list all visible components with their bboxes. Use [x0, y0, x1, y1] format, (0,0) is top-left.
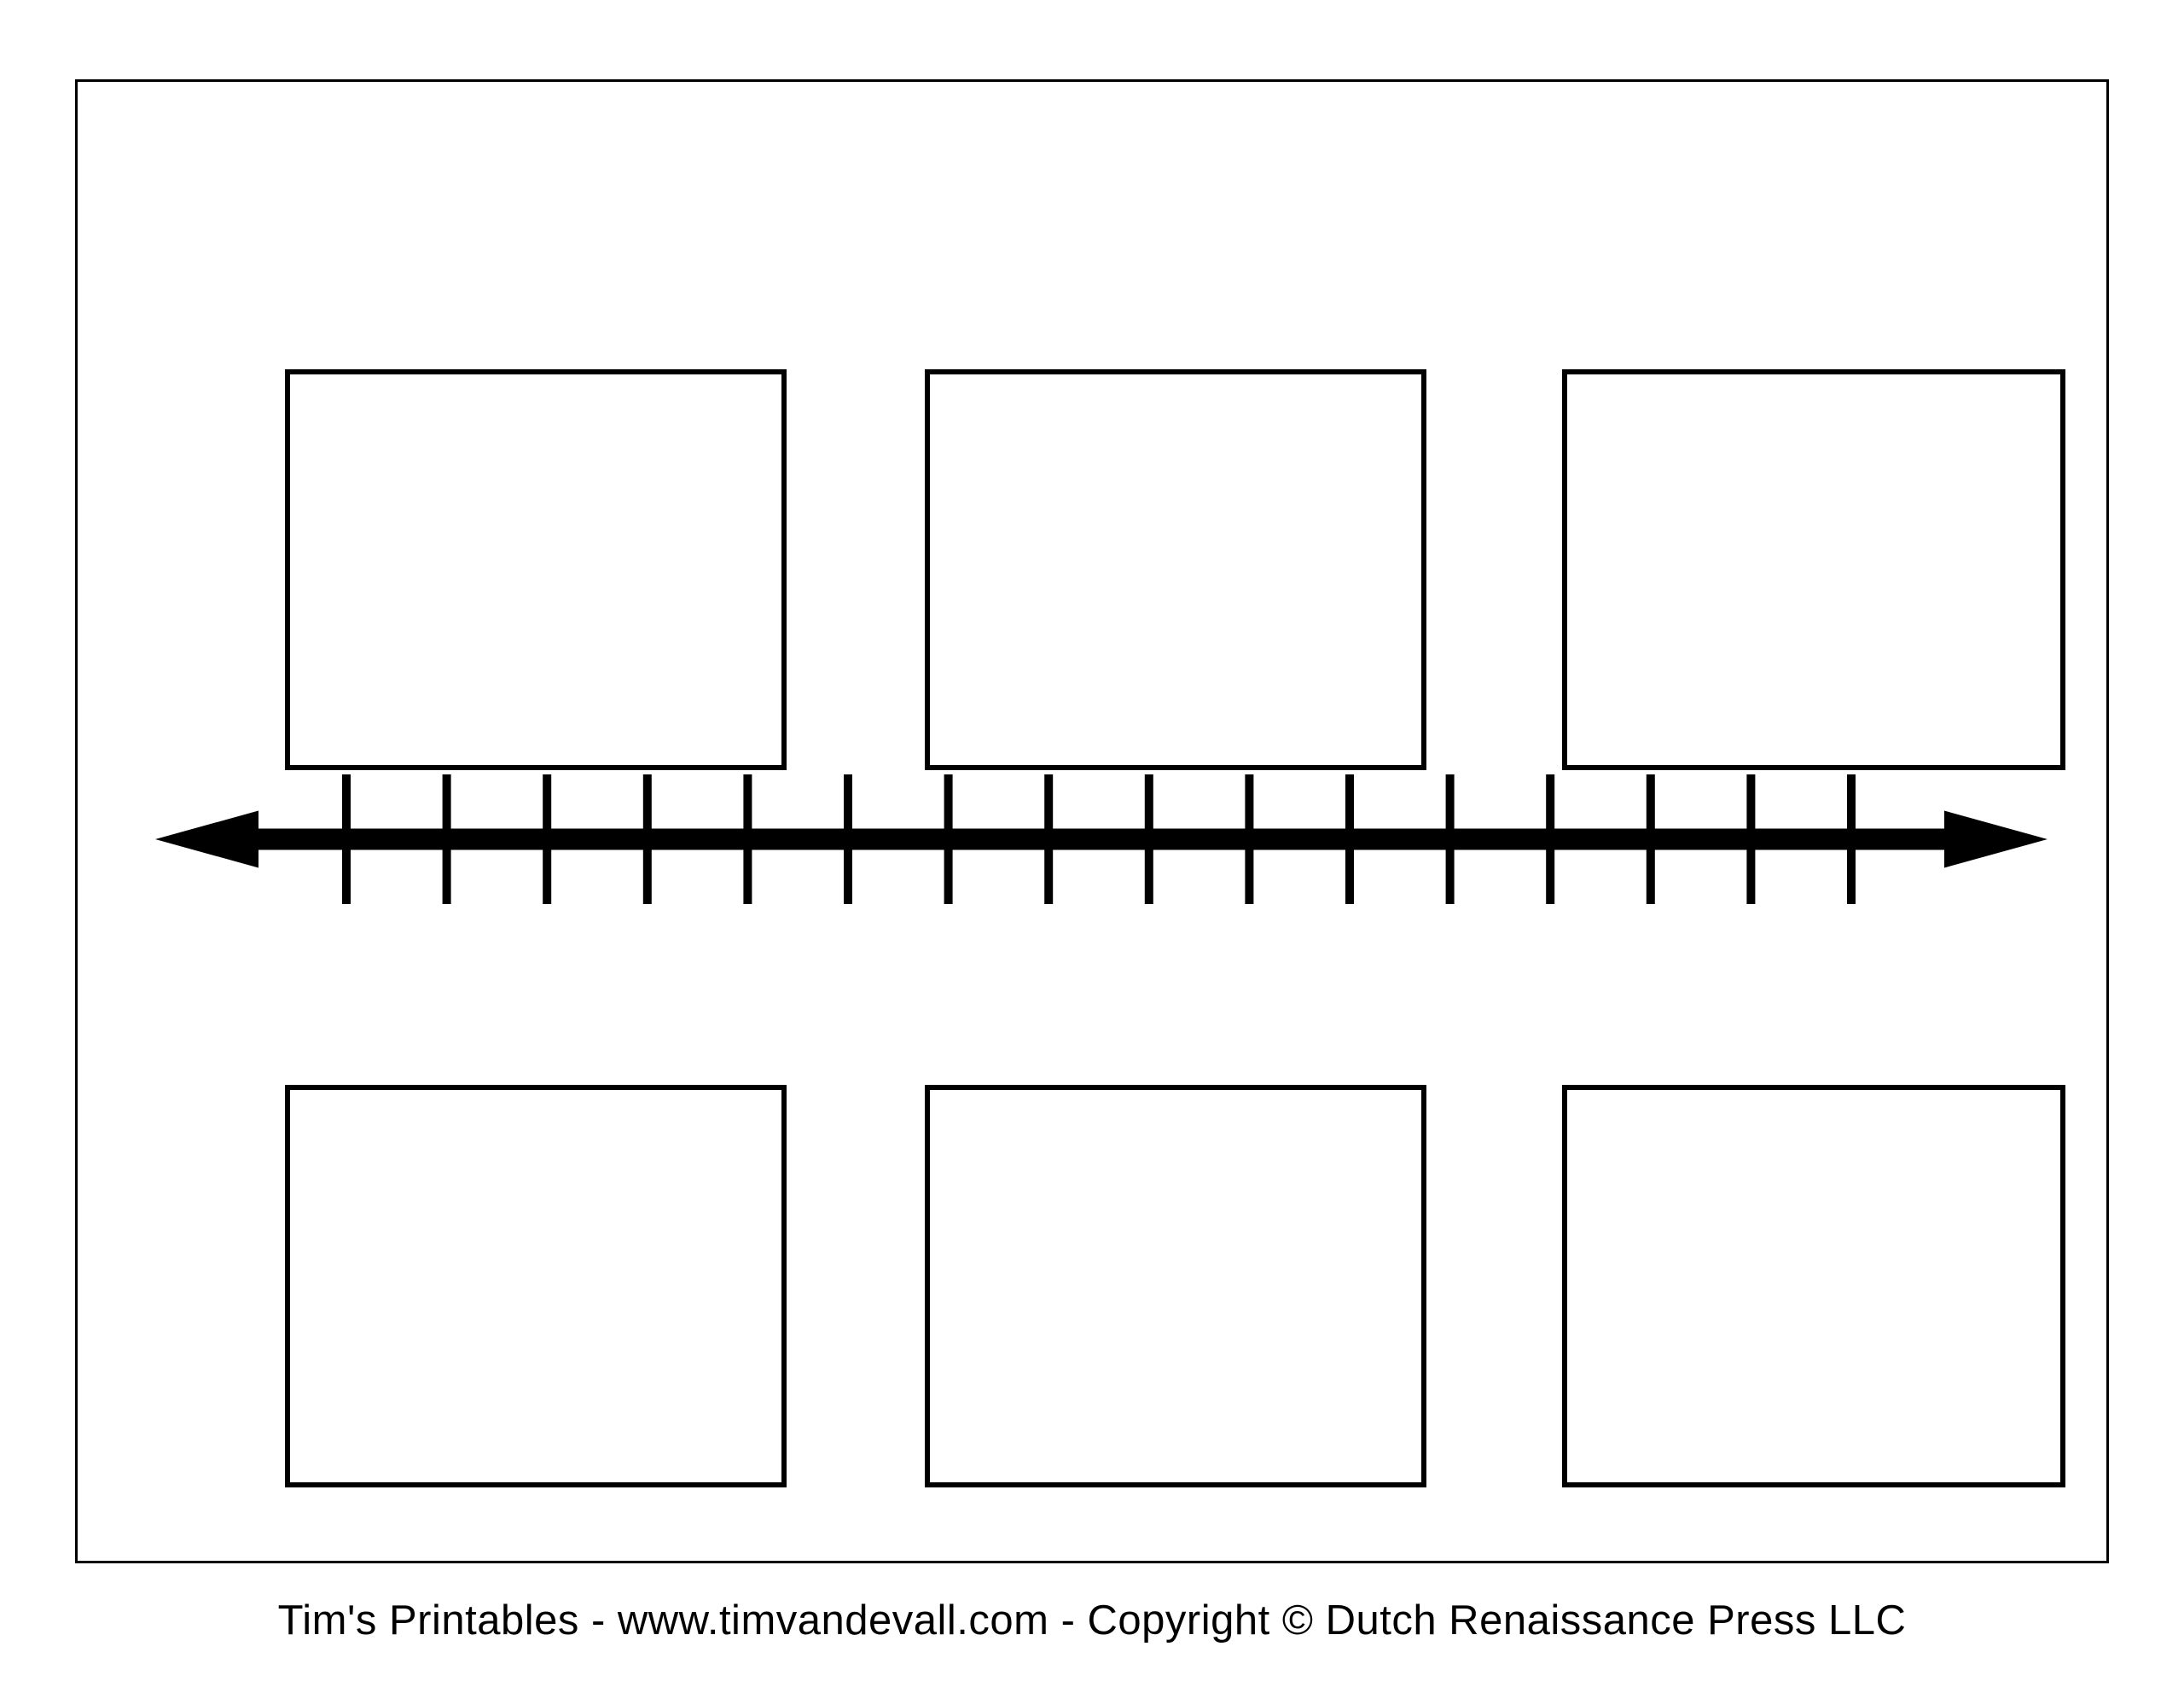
timeline-line [254, 828, 1949, 850]
event-box-top-3 [1562, 369, 2065, 770]
event-box-bottom-3 [1562, 1085, 2065, 1487]
event-box-top-1 [285, 369, 787, 770]
timeline-arrow-icon [155, 774, 2048, 904]
timeline-right-arrowhead-icon [1944, 810, 2048, 868]
event-box-bottom-2 [925, 1085, 1426, 1487]
footer-credit-text: Tim's Printables - www.timvandevall.com … [277, 1597, 1907, 1644]
timeline-left-arrowhead-icon [155, 810, 258, 868]
event-box-bottom-1 [285, 1085, 787, 1487]
page-border-frame [75, 79, 2109, 1563]
event-box-top-2 [925, 369, 1426, 770]
